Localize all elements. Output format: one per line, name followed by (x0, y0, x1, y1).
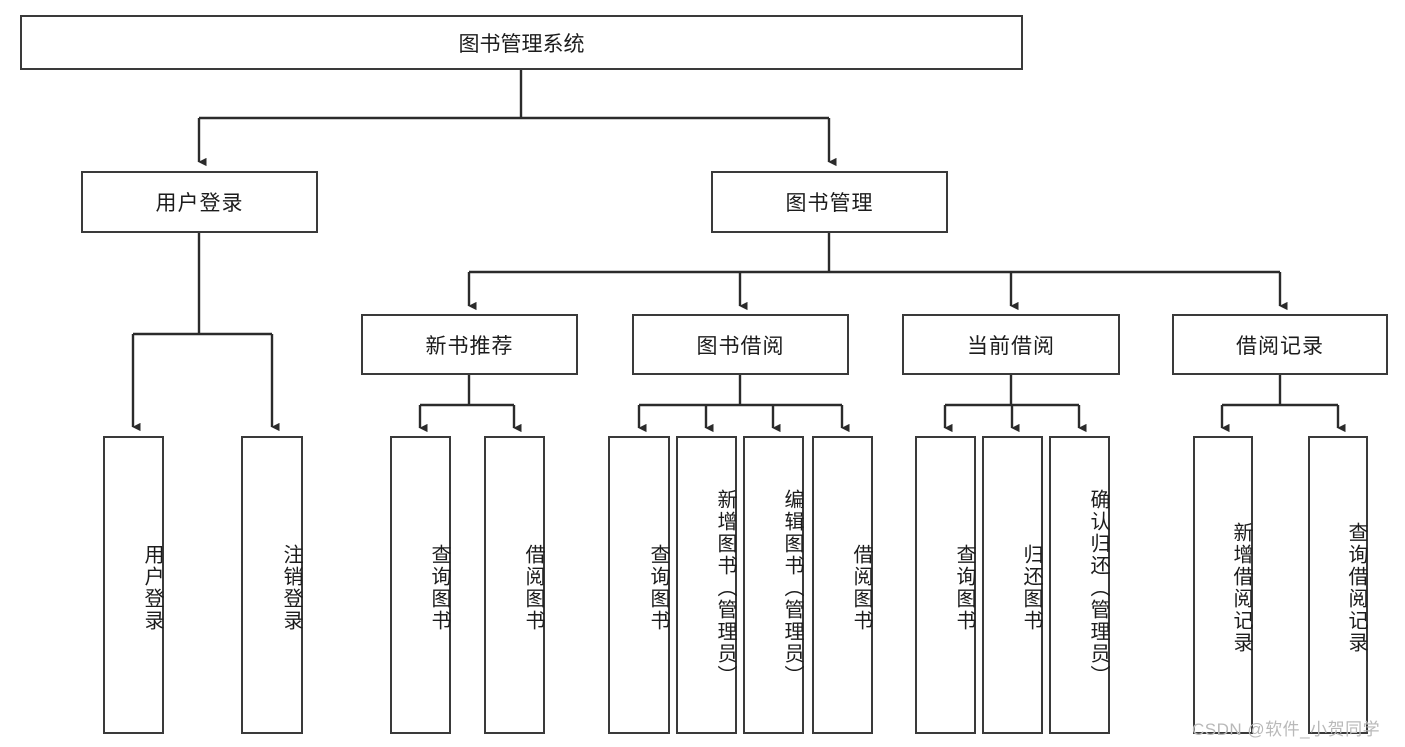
leaf-borrow-book-1-label: 借阅图书 (522, 544, 544, 632)
node-new-book-recommend[interactable]: 新书推荐 (361, 314, 578, 375)
leaf-query-book-2[interactable]: 查询图书 (608, 436, 670, 734)
leaf-borrow-book-2-label: 借阅图书 (850, 544, 872, 632)
leaf-query-book-1-label: 查询图书 (428, 544, 450, 632)
leaf-add-record[interactable]: 新增借阅记录 (1193, 436, 1253, 734)
node-root[interactable]: 图书管理系统 (20, 15, 1023, 70)
leaf-borrow-book-2[interactable]: 借阅图书 (812, 436, 873, 734)
leaf-query-record-label: 查询借阅记录 (1345, 522, 1367, 654)
node-user-login-label: 用户登录 (155, 192, 244, 215)
leaf-return-book-label: 归还图书 (1020, 544, 1042, 632)
leaf-borrow-book-1[interactable]: 借阅图书 (484, 436, 545, 734)
leaf-add-record-label: 新增借阅记录 (1230, 522, 1252, 654)
leaf-user-login-label: 用户登录 (141, 544, 163, 632)
node-book-manage-label: 图书管理 (785, 192, 874, 215)
leaf-user-login[interactable]: 用户登录 (103, 436, 164, 734)
watermark: CSDN @软件_小贺同学 (1192, 720, 1381, 739)
leaf-logout-label: 注销登录 (280, 544, 302, 632)
node-book-manage[interactable]: 图书管理 (711, 171, 948, 233)
leaf-add-book-label: 新增图书（管理员） (714, 489, 736, 687)
leaf-confirm-return-label: 确认归还（管理员） (1087, 489, 1109, 687)
node-new-book-recommend-label: 新书推荐 (425, 334, 514, 358)
node-book-borrow-label: 图书借阅 (696, 334, 785, 358)
node-current-borrow-label: 当前借阅 (967, 334, 1055, 358)
leaf-query-record[interactable]: 查询借阅记录 (1308, 436, 1368, 734)
leaf-query-book-3[interactable]: 查询图书 (915, 436, 976, 734)
node-borrow-record-label: 借阅记录 (1236, 334, 1324, 358)
node-book-borrow[interactable]: 图书借阅 (632, 314, 849, 375)
node-borrow-record[interactable]: 借阅记录 (1172, 314, 1388, 375)
leaf-query-book-3-label: 查询图书 (953, 544, 975, 632)
leaf-query-book-2-label: 查询图书 (647, 544, 669, 632)
leaf-logout[interactable]: 注销登录 (241, 436, 303, 734)
leaf-edit-book-label: 编辑图书（管理员） (781, 489, 803, 687)
leaf-return-book[interactable]: 归还图书 (982, 436, 1043, 734)
node-user-login[interactable]: 用户登录 (81, 171, 318, 233)
leaf-query-book-1[interactable]: 查询图书 (390, 436, 451, 734)
leaf-edit-book[interactable]: 编辑图书（管理员） (743, 436, 804, 734)
leaf-confirm-return[interactable]: 确认归还（管理员） (1049, 436, 1110, 734)
leaf-add-book[interactable]: 新增图书（管理员） (676, 436, 737, 734)
node-root-label: 图书管理系统 (458, 32, 585, 56)
node-current-borrow[interactable]: 当前借阅 (902, 314, 1120, 375)
